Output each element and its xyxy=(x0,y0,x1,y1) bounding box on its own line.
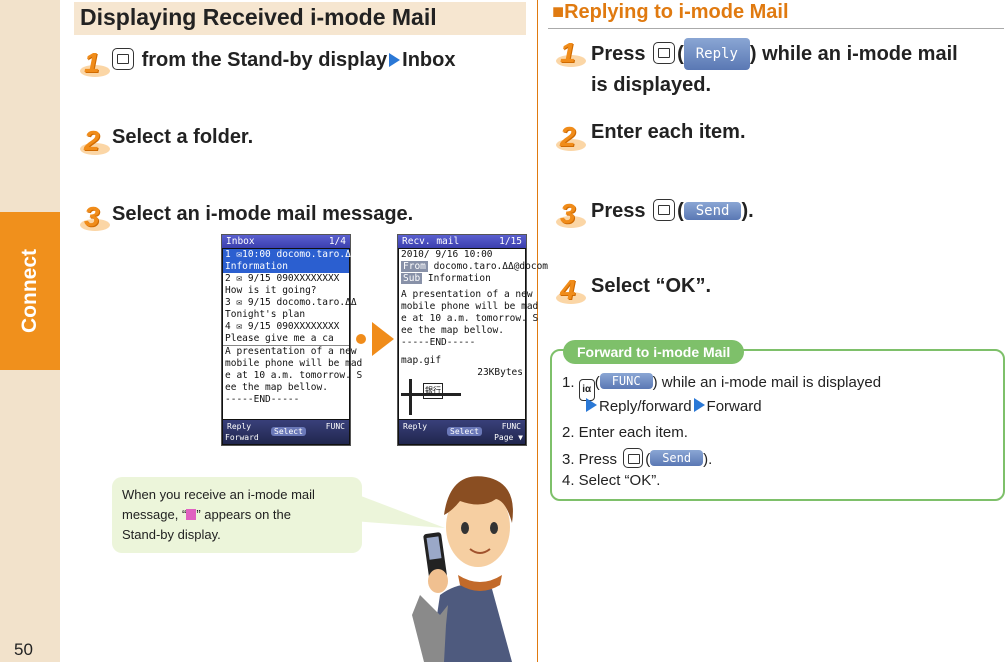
reply-step-3-text: Press (Send). xyxy=(591,199,754,222)
tip-line: ” appears on the xyxy=(196,507,291,522)
map-label: 銀行 xyxy=(423,383,443,399)
forward-line-1: 1. iα(FUNC) while an i-mode mail is disp… xyxy=(562,373,881,401)
person-illustration xyxy=(412,476,513,662)
left-heading: Displaying Received i-mode Mail xyxy=(74,2,526,35)
mail-key-icon xyxy=(653,199,676,221)
softkey-func[interactable]: FUNC xyxy=(501,422,521,431)
section-label: Connect xyxy=(18,249,41,333)
mail-body: 2010/ 9/16 10:00 From docomo.taro.ΔΔ@doc… xyxy=(399,249,549,419)
step-number: 1 xyxy=(556,37,586,68)
new-mail-icon xyxy=(186,509,197,520)
list-item[interactable]: Please give me a ca xyxy=(225,333,334,344)
forward-line-4: 3. Press (Send). xyxy=(562,448,712,468)
softkey-bar: Reply Select FUNC Page ▼ xyxy=(399,420,525,444)
list-item[interactable]: 4 ✉ 9/15 090XXXXXXXX xyxy=(225,321,340,332)
arrow-icon xyxy=(693,398,705,412)
tip-line: Stand-by display. xyxy=(122,527,221,542)
mail-key-icon xyxy=(623,448,644,468)
tip-bubble: When you receive an i-mode mail message,… xyxy=(112,477,362,553)
step-number: 2 xyxy=(556,121,586,152)
mail-key-icon xyxy=(112,48,134,70)
preview-line: e at 10 a.m. tomorrow. S xyxy=(225,370,363,381)
mail-key-icon xyxy=(653,42,676,64)
inbox-list: 1 ✉10:00 docomo.taro.ΔΔ Information 2 ✉ … xyxy=(223,249,363,419)
step-number: 2 xyxy=(80,125,110,156)
softkey-forward[interactable]: Forward xyxy=(225,433,259,442)
body-line: ee the map bellow. xyxy=(401,325,504,336)
subject-row: Sub Information xyxy=(401,273,491,284)
next-arrow-icon xyxy=(372,322,394,356)
forward-line-5: 4. Select “OK”. xyxy=(562,472,661,489)
send-softkey[interactable]: Send xyxy=(683,202,742,220)
list-item[interactable]: Information xyxy=(223,261,349,273)
arrow-icon xyxy=(389,53,401,67)
softkey-reply[interactable]: Reply xyxy=(227,422,252,431)
from-row: From docomo.taro.ΔΔ@docom xyxy=(401,261,549,272)
preview-line: -----END----- xyxy=(225,394,300,405)
func-softkey[interactable]: FUNC xyxy=(599,373,653,389)
right-heading: ■Replying to i-mode Mail xyxy=(548,0,1004,29)
body-line: -----END----- xyxy=(401,337,476,348)
body-line: mobile phone will be mad xyxy=(401,301,539,312)
section-tab xyxy=(0,212,60,370)
attachment-row[interactable]: map.gif xyxy=(401,355,442,366)
step-number: 3 xyxy=(556,198,586,229)
softkey-bar: Reply Forward Select FUNC xyxy=(223,420,349,444)
forward-box-title: Forward to i-mode Mail xyxy=(563,340,745,364)
forward-line-3: 2. Enter each item. xyxy=(562,424,688,441)
preview-line: ee the map bellow. xyxy=(225,382,328,393)
softkey-reply[interactable]: Reply xyxy=(403,422,428,431)
step-3-text: Select an i-mode mail message. xyxy=(112,203,414,225)
reply-step-1-text: Press (Reply) while an i-mode mail is di… xyxy=(591,38,958,100)
softkey-func[interactable]: FUNC xyxy=(325,422,345,431)
column-divider xyxy=(537,0,538,662)
map-image: 銀行 xyxy=(401,379,523,415)
reply-step-4-text: Select “OK”. xyxy=(591,275,712,297)
body-line: e at 10 a.m. tomorrow. S xyxy=(401,313,539,324)
list-item[interactable]: Tonight's plan xyxy=(225,309,306,320)
list-item[interactable]: 3 ✉ 9/15 docomo.taro.ΔΔ xyxy=(225,297,357,308)
softkey-select[interactable]: Select xyxy=(271,427,306,436)
step-number: 4 xyxy=(556,274,586,305)
reply-step-2-text: Enter each item. xyxy=(591,121,746,143)
body-line: A presentation of a new xyxy=(401,289,533,300)
date-row: 2010/ 9/16 10:00 xyxy=(401,249,493,260)
softkey-select[interactable]: Select xyxy=(447,427,482,436)
page-number: 50 xyxy=(14,640,33,659)
softkey-page[interactable]: Page ▼ xyxy=(494,433,523,442)
list-item[interactable]: 1 ✉10:00 docomo.taro.ΔΔ xyxy=(223,249,357,261)
preview-pane: A presentation of a new mobile phone wil… xyxy=(223,345,363,406)
arrow-icon xyxy=(586,398,597,412)
dot-icon xyxy=(356,334,366,344)
step-2-text: Select a folder. xyxy=(112,126,254,148)
tip-line: message, “ xyxy=(122,507,187,522)
attachment-size: 23KBytes xyxy=(477,367,523,378)
list-item[interactable]: 2 ✉ 9/15 090XXXXXXXX xyxy=(225,273,340,284)
reply-softkey[interactable]: Reply xyxy=(683,38,750,70)
list-item[interactable]: How is it going? xyxy=(225,285,317,296)
preview-line: A presentation of a new xyxy=(225,346,357,357)
preview-line: mobile phone will be mad xyxy=(225,358,363,369)
tip-line: When you receive an i-mode mail xyxy=(122,487,315,502)
send-softkey[interactable]: Send xyxy=(650,450,704,466)
step-number: 3 xyxy=(80,201,110,232)
step-number: 1 xyxy=(80,47,110,78)
bubble-tail xyxy=(340,488,445,528)
